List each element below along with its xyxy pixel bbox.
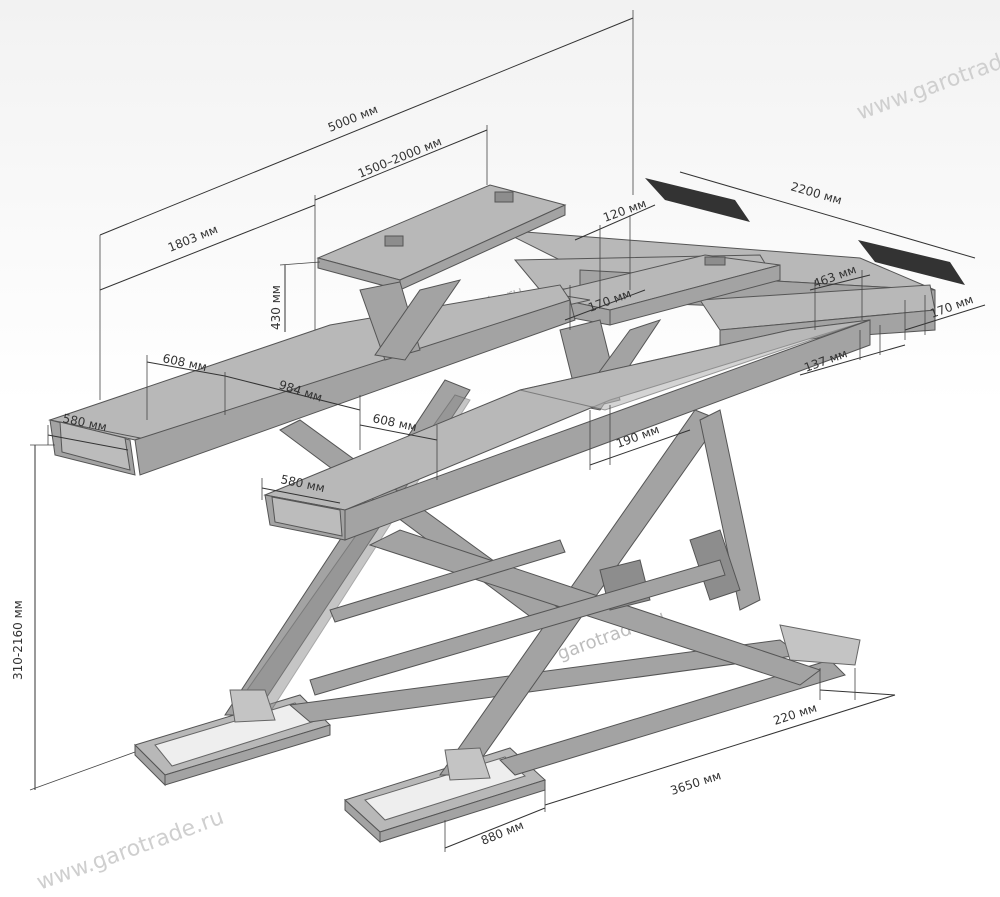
dim-430: 430 мм: [269, 285, 283, 330]
dim-880: 880 мм: [479, 818, 526, 848]
dim-2200: 2200 мм: [789, 179, 843, 207]
dim-line-5000: [99, 17, 634, 236]
dim-220: 220 мм: [772, 701, 819, 728]
dim-height-range: 310-2160 мм: [11, 600, 25, 680]
dim-120: 120 мм: [601, 196, 648, 224]
dim-line-1803: [99, 204, 316, 291]
watermark-bottom: www.garotrade.ru: [34, 805, 228, 896]
dim-3650: 3650 мм: [669, 768, 723, 798]
front-aux-platform: [316, 184, 567, 291]
slip-plate-2: [858, 240, 965, 285]
dim-608-left: 608 мм: [161, 351, 208, 374]
cross-beam-1: [309, 559, 726, 696]
cross-beam-2: [329, 539, 566, 623]
dim-line-1500: [314, 129, 488, 201]
dim-5000: 5000 мм: [326, 102, 380, 135]
runway-left: [48, 284, 591, 476]
base-rail-right: [499, 659, 846, 776]
dim-line-3650: [544, 694, 896, 806]
base-end-plate: [779, 624, 861, 666]
watermark-top: www.garotrade.ru: [854, 35, 1000, 126]
dim-line-2200: [679, 171, 976, 259]
runway-right: [263, 319, 871, 541]
front-aux-support-2: [374, 279, 462, 361]
slip-plate-1: [645, 178, 750, 222]
dim-1500-2000: 1500–2000 мм: [356, 134, 444, 180]
dim-1803: 1803 мм: [166, 222, 220, 255]
dim-608-mid: 608 мм: [371, 411, 418, 434]
